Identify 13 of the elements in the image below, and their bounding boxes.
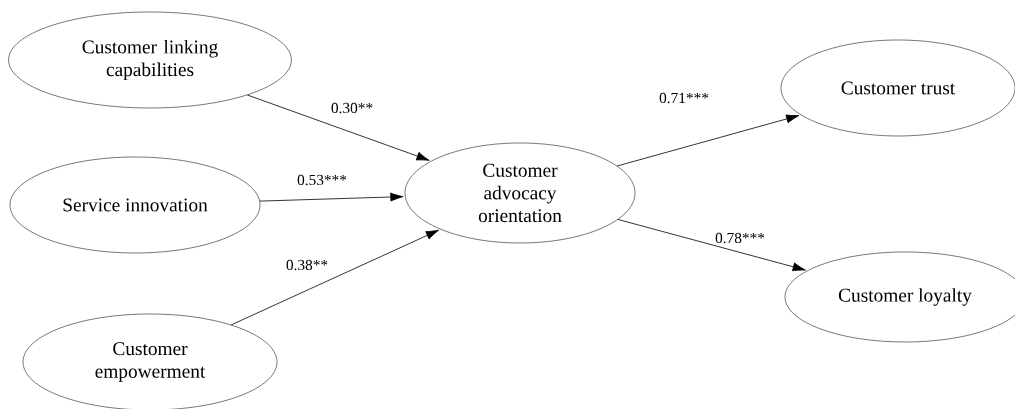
ellipse-node: Service innovation: [9, 156, 261, 254]
arrow: [247, 94, 430, 161]
edge-label: 0.38**: [286, 259, 328, 271]
arrow: [616, 114, 800, 167]
arrow: [230, 229, 440, 326]
edge-label: 0.71***: [659, 92, 709, 104]
arrow: [259, 192, 404, 202]
edge-label: 0.78***: [715, 232, 765, 244]
arrow: [617, 219, 806, 272]
ellipse-node: Customer linking capabilities: [8, 11, 292, 109]
ellipse-node: Customer advocacy orientation: [404, 142, 636, 244]
edge-label: 0.53***: [297, 174, 347, 186]
edge-label: 0.30**: [331, 102, 373, 114]
